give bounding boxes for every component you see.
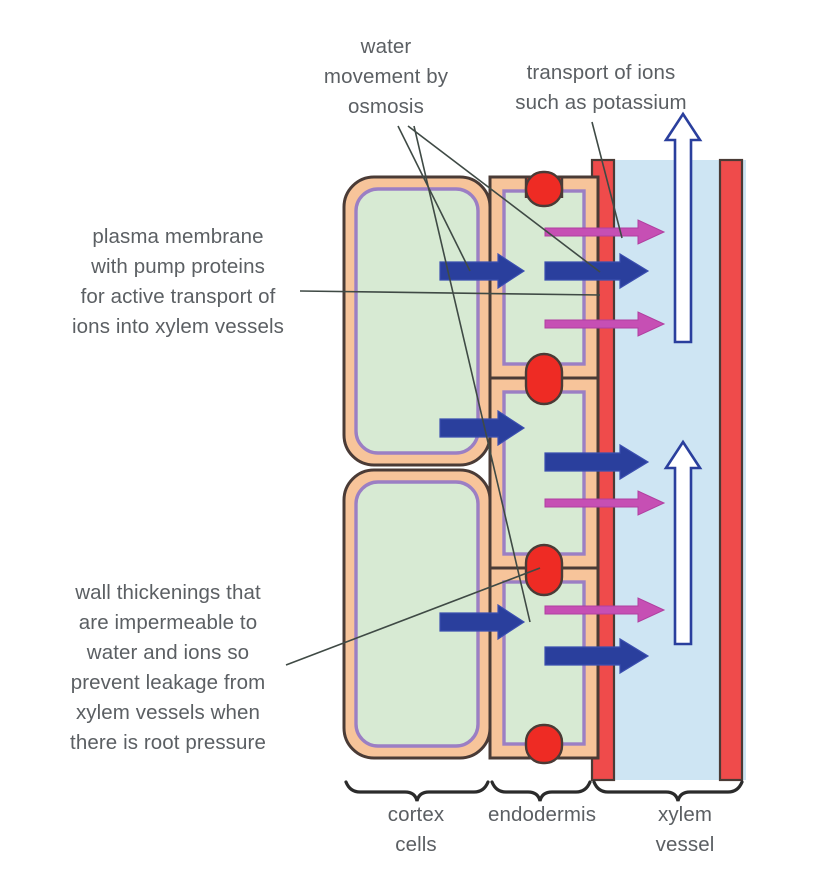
cortex-cell-lower: [342, 468, 492, 760]
label-transport-of-ions: transport of ions such as potassium: [515, 61, 687, 114]
label-water-movement-osmosis: water movement by osmosis: [323, 35, 449, 118]
casparian-strips-group: [524, 170, 564, 765]
brace-endodermis: [490, 780, 592, 802]
casparian-strip-3: [524, 543, 564, 597]
water-arrow-4: [544, 443, 650, 481]
endodermis-cytoplasm-2: [502, 390, 586, 556]
xylem-flow-arrows: [663, 111, 703, 646]
ion-transport-arrows: [544, 219, 666, 623]
water-arrow-3: [439, 409, 526, 447]
region-label-endodermis: endodermis: [487, 803, 597, 826]
leader-water-2: [407, 125, 601, 273]
leader-water-3: [413, 125, 531, 623]
casparian-strip-4: [524, 723, 564, 765]
casparian-strip-2: [524, 352, 564, 406]
xylem-flow-arrow-upper: [663, 111, 703, 344]
water-arrow-5: [439, 603, 526, 641]
ion-arrow-3: [544, 490, 666, 516]
ion-arrow-4: [544, 597, 666, 623]
leader-wall-thickenings: [285, 567, 541, 666]
casparian-strip-1: [524, 170, 564, 208]
endodermis-cell-2: [488, 376, 600, 570]
label-plasma-membrane: plasma membrane with pump proteins for a…: [72, 225, 284, 338]
water-arrow-2: [544, 252, 650, 290]
xylem-flow-arrow-lower: [663, 439, 703, 646]
ion-arrow-2: [544, 311, 666, 337]
region-label-cortex-cells: cortex cells: [387, 803, 445, 856]
leader-lines-group: [285, 121, 623, 666]
label-wall-thickenings: wall thickenings that are impermeable to…: [70, 581, 266, 754]
cortex-cell-cytoplasm-upper: [354, 187, 480, 455]
water-arrow-6: [544, 637, 650, 675]
xylem-wall-right: [718, 158, 744, 782]
water-osmosis-arrows: [439, 252, 650, 675]
leader-plasma-membrane: [299, 290, 601, 296]
ion-arrow-1: [544, 219, 666, 245]
region-braces-group: [344, 780, 744, 802]
leader-water-1: [397, 125, 471, 272]
brace-cortex: [344, 780, 490, 802]
brace-xylem: [592, 780, 744, 802]
region-label-xylem-vessel: xylem vessel: [655, 803, 715, 856]
leader-transport-ions: [591, 121, 623, 239]
